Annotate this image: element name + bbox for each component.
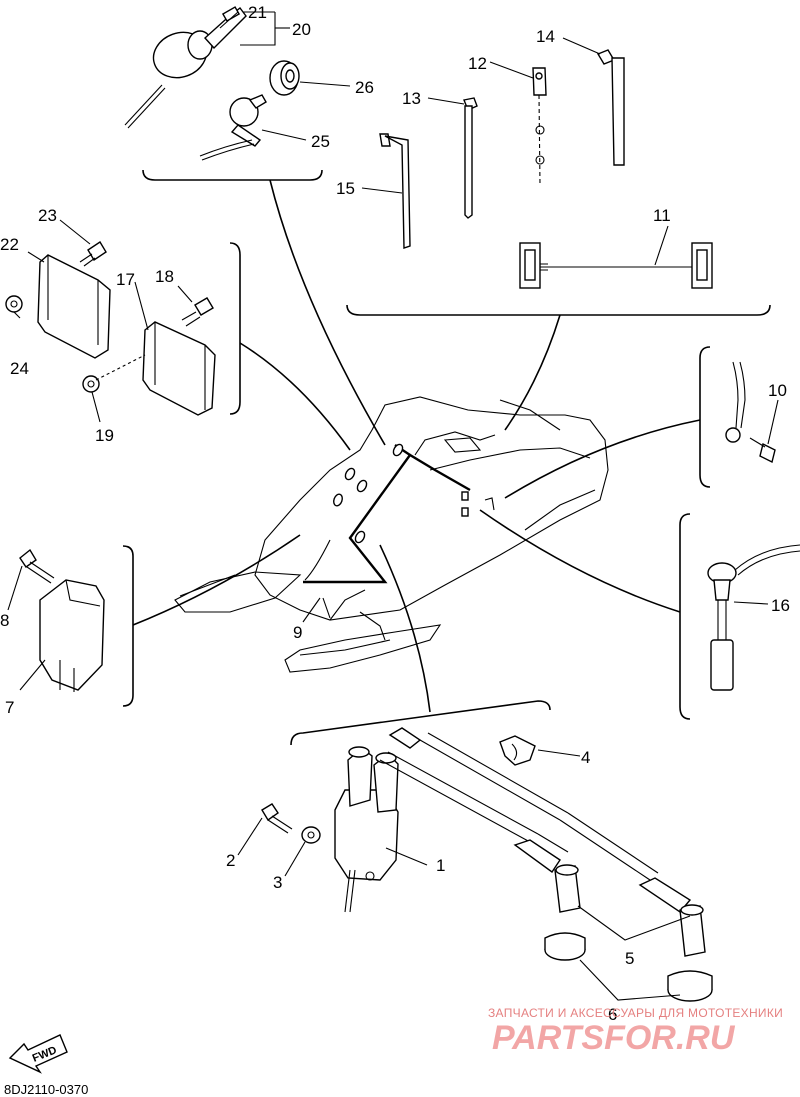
callout-12: 12 xyxy=(468,54,487,73)
callout-17: 17 xyxy=(116,270,135,289)
callout-3: 3 xyxy=(273,873,282,892)
callout-26: 26 xyxy=(355,78,374,97)
part-plug-caps-5 xyxy=(554,864,706,957)
part-15 xyxy=(379,133,411,249)
part-ignition-coil-1 xyxy=(334,746,399,913)
callout-18: 18 xyxy=(155,267,174,286)
callout-11: 11 xyxy=(653,206,671,225)
callout-5: 5 xyxy=(625,949,634,968)
callout-19: 19 xyxy=(95,426,114,445)
callout-20: 20 xyxy=(292,20,311,39)
part-13 xyxy=(463,97,478,219)
callout-7: 7 xyxy=(5,698,14,717)
snowmobile-body xyxy=(174,396,609,673)
part-unit-17 xyxy=(142,321,216,416)
callout-25: 25 xyxy=(311,132,330,151)
part-main-switch-20 xyxy=(124,6,247,129)
group-leaders xyxy=(132,179,701,713)
part-clamp-4 xyxy=(499,735,536,766)
callout-leaders xyxy=(7,11,779,1001)
callout-15: 15 xyxy=(336,179,355,198)
part-bolt-8 xyxy=(19,548,55,584)
watermark-logo: PARTSFOR.RU xyxy=(492,1019,736,1057)
part-bolt-2 xyxy=(261,803,293,834)
part-14 xyxy=(596,49,625,166)
part-12 xyxy=(532,67,547,186)
part-sensor-16 xyxy=(707,544,800,691)
callout-23: 23 xyxy=(38,206,57,225)
callout-10: 10 xyxy=(768,381,787,400)
watermark-tagline: ЗАПЧАСТИ И АКСЕССУАРЫ ДЛЯ МОТОТЕХНИКИ xyxy=(488,1006,783,1020)
fwd-arrow-icon: FWD xyxy=(8,1034,68,1074)
part-bolt-18 xyxy=(181,297,214,327)
callout-14: 14 xyxy=(536,27,555,46)
callout-21: 21 xyxy=(248,3,267,22)
callout-labels: 1 2 3 4 5 6 7 8 9 10 11 12 13 14 15 16 1… xyxy=(0,3,790,1024)
part-nut-19 xyxy=(82,375,100,393)
part-nut-24 xyxy=(5,295,23,313)
part-cdi-unit-7 xyxy=(39,579,105,692)
part-washer-3 xyxy=(301,826,321,844)
part-ground-lead-10 xyxy=(725,361,776,464)
callout-9: 9 xyxy=(293,623,302,642)
wiring-harness-9 xyxy=(303,443,495,619)
callout-6: 6 xyxy=(608,1005,617,1024)
callout-2: 2 xyxy=(226,851,235,870)
callout-8: 8 xyxy=(0,611,9,630)
diagram-code: 8DJ2110-0370 xyxy=(4,1082,88,1097)
callout-4: 4 xyxy=(581,748,590,767)
part-spark-plug-leads xyxy=(379,727,692,913)
part-key-21 xyxy=(219,11,239,29)
part-bolt-23 xyxy=(79,241,107,267)
group-brackets xyxy=(122,169,771,746)
callout-22: 22 xyxy=(0,235,19,254)
callout-24: 24 xyxy=(10,359,29,378)
part-grommet-26 xyxy=(269,60,300,96)
watermark: ЗАПЧАСТИ И АКСЕССУАРЫ ДЛЯ МОТОТЕХНИКИ PA… xyxy=(488,1006,783,1057)
part-switch-25 xyxy=(199,94,267,161)
part-cable-11 xyxy=(519,242,713,289)
callout-1: 1 xyxy=(436,856,445,875)
part-unit-22 xyxy=(37,254,111,359)
callout-16: 16 xyxy=(771,596,790,615)
callout-13: 13 xyxy=(402,89,421,108)
